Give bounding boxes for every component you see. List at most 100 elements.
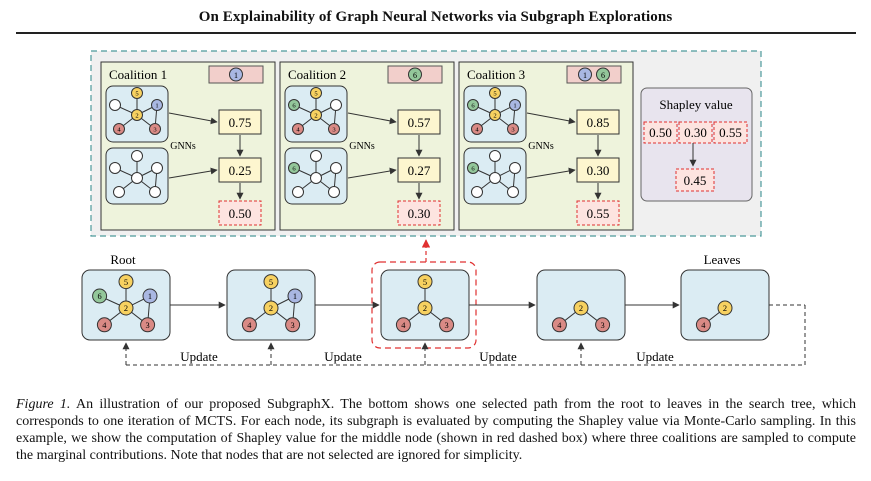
score-without: 0.30 <box>587 163 610 178</box>
graph-node-1 <box>509 162 521 174</box>
graph-node-4 <box>695 317 711 333</box>
shapley-input-box <box>713 121 748 144</box>
graph-node-label-1: 1 <box>513 102 516 109</box>
graph-node-3 <box>140 317 156 333</box>
graph-node-label-2: 2 <box>314 112 317 119</box>
shapley-input-box <box>643 121 678 144</box>
score-full-box <box>218 109 262 135</box>
graph-node-3 <box>328 123 340 135</box>
graph-node-4 <box>241 317 257 333</box>
graph-node-3 <box>285 317 301 333</box>
badge-node-6 <box>596 67 610 82</box>
graph-node-1 <box>142 288 158 304</box>
gnn-label: GNNs <box>528 141 554 152</box>
score-full-box <box>576 109 620 135</box>
badge-node-1 <box>578 67 592 82</box>
graph-node-2 <box>417 300 433 316</box>
graph-node-5 <box>131 87 143 99</box>
graph-node-label-3: 3 <box>146 321 150 330</box>
graph-node-1 <box>509 99 521 111</box>
gnn-arrow-reduced <box>347 167 397 179</box>
graph-node-5 <box>310 87 322 99</box>
score-without-box <box>397 157 441 183</box>
graph-node-label-6: 6 <box>98 292 102 301</box>
graph-node-label-4: 4 <box>296 126 300 133</box>
badge-node-label-6: 6 <box>413 71 417 80</box>
graph-node-2 <box>489 172 501 184</box>
contribution-box <box>397 200 441 226</box>
score-full: 0.57 <box>408 115 431 130</box>
graph-node-label-4: 4 <box>401 321 406 330</box>
contribution-value: 0.55 <box>587 206 610 221</box>
gnn-arrow-reduced <box>168 167 218 179</box>
graph-node-label-2: 2 <box>269 304 273 313</box>
graph-node-3 <box>149 186 161 198</box>
gnn-label: GNNs <box>349 141 375 152</box>
update-label: Update <box>324 349 362 364</box>
score-full-box <box>397 109 441 135</box>
graph-node-label-2: 2 <box>135 112 138 119</box>
graph-node-label-6: 6 <box>292 165 296 172</box>
graph-node-2 <box>263 300 279 316</box>
graph-node-6 <box>109 99 121 111</box>
figure-caption: Figure 1. An illustration of our propose… <box>16 396 856 464</box>
graph-node-4 <box>551 317 567 333</box>
coalition-title: Coalition 1 <box>109 67 167 82</box>
graph-node-label-6: 6 <box>471 165 475 172</box>
graph-node-label-3: 3 <box>445 321 449 330</box>
graph-node-2 <box>310 172 322 184</box>
path-label: Root <box>110 252 136 267</box>
graph-node-6 <box>467 162 479 174</box>
badge-node-1 <box>229 67 243 82</box>
contribution-box <box>576 200 620 226</box>
caption-label: Figure 1. <box>16 397 71 412</box>
graph-node-2 <box>489 109 501 121</box>
title-rule <box>16 32 856 34</box>
shapley-input-value: 0.55 <box>719 125 742 140</box>
caption-text: An illustration of our proposed Subgraph… <box>16 397 856 463</box>
graph-node-4 <box>292 186 304 198</box>
shapley-input-value: 0.50 <box>649 125 672 140</box>
shapley-input-value: 0.30 <box>684 125 707 140</box>
shapley-inputs: 0.50 0.30 0.55 <box>643 121 748 144</box>
graph-node-5 <box>417 274 433 290</box>
graph-node-3 <box>507 186 519 198</box>
graph-node-label-6: 6 <box>292 102 296 109</box>
gnn-arrow-full <box>347 112 397 125</box>
graph-node-label-1: 1 <box>293 292 297 301</box>
graph-node-label-3: 3 <box>332 126 336 133</box>
graph-node-label-2: 2 <box>124 304 128 313</box>
coalition-badge <box>566 65 622 84</box>
graph-node-label-3: 3 <box>153 126 157 133</box>
graph-node-3 <box>507 123 519 135</box>
graph-node-4 <box>113 186 125 198</box>
shapley-title: Shapley value <box>659 97 733 112</box>
graph-node-5 <box>310 150 322 162</box>
shapley-result: 0.45 <box>684 173 707 188</box>
graph-node-6 <box>288 162 300 174</box>
graph-node-4 <box>471 123 483 135</box>
graph-node-label-5: 5 <box>124 278 128 287</box>
coalition-title: Coalition 2 <box>288 67 346 82</box>
graph-node-4 <box>113 123 125 135</box>
graph-node-label-6: 6 <box>471 102 475 109</box>
graph-node-4 <box>395 317 411 333</box>
gnn-arrow-reduced <box>526 167 576 179</box>
graph-node-3 <box>328 186 340 198</box>
graph-node-label-4: 4 <box>117 126 121 133</box>
score-without-box <box>218 157 262 183</box>
score-without: 0.25 <box>229 163 252 178</box>
graph-node-6 <box>92 288 108 304</box>
graph-node-label-1: 1 <box>155 102 158 109</box>
shapley-box: Shapley value 0.50 0.30 0.55 0.45 <box>640 87 753 202</box>
graph-node-label-3: 3 <box>511 126 515 133</box>
graph-node-label-4: 4 <box>701 321 706 330</box>
